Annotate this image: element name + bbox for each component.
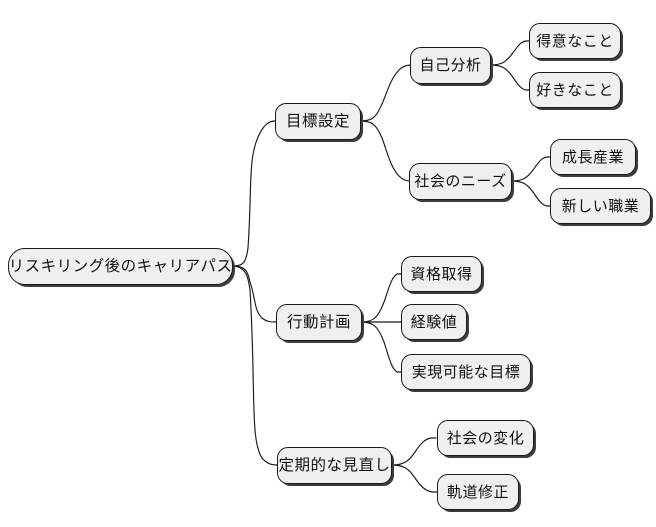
node-self-analysis-label: 自己分析: [419, 56, 482, 74]
node-strengths[interactable]: 得意なこと: [529, 23, 621, 59]
edge-goal-setting-to-social-needs: [359, 120, 411, 182]
edge-root-to-action-plan: [232, 265, 277, 323]
node-goal-setting-label: 目標設定: [285, 111, 350, 130]
node-action-plan-label: 行動計画: [286, 312, 351, 331]
edge-goal-setting-to-self-analysis: [359, 64, 412, 122]
edge-review-to-social-change: [391, 437, 437, 466]
edge-root-to-goal-setting: [232, 120, 276, 267]
node-experience-label: 経験値: [410, 312, 458, 331]
node-root[interactable]: リスキリング後のキャリアパス: [8, 248, 233, 285]
node-goal-setting[interactable]: 目標設定: [275, 103, 361, 140]
node-self-analysis[interactable]: 自己分析: [410, 47, 491, 84]
node-course-correction[interactable]: 軌道修正: [437, 474, 519, 510]
node-growth-industry-label: 成長産業: [561, 147, 624, 166]
node-experience[interactable]: 経験値: [401, 304, 467, 340]
edge-root-to-review: [232, 265, 278, 466]
node-root-label: リスキリング後のキャリアパス: [8, 256, 233, 275]
node-social-change-label: 社会の変化: [446, 428, 525, 447]
node-social-needs[interactable]: 社会のニーズ: [409, 163, 512, 200]
node-achievable-goal[interactable]: 実現可能な目標: [401, 354, 531, 390]
edge-social-needs-to-growth-industry: [510, 156, 552, 182]
edge-action-plan-to-achievable-goal: [360, 321, 403, 373]
node-likes[interactable]: 好きなこと: [529, 72, 621, 108]
node-course-correction-label: 軌道修正: [446, 482, 509, 501]
node-certification[interactable]: 資格取得: [401, 256, 482, 292]
node-periodic-review[interactable]: 定期的な見直し: [277, 447, 392, 484]
node-achievable-goal-label: 実現可能な目標: [411, 362, 521, 381]
edge-self-analysis-to-likes: [489, 64, 531, 91]
node-growth-industry[interactable]: 成長産業: [550, 139, 636, 175]
edge-social-needs-to-new-jobs: [510, 180, 552, 207]
edge-review-to-course-correction: [391, 464, 438, 493]
node-strengths-label: 得意なこと: [536, 31, 614, 50]
node-social-needs-label: 社会のニーズ: [414, 172, 507, 190]
node-action-plan[interactable]: 行動計画: [276, 304, 362, 341]
node-likes-label: 好きなこと: [536, 80, 614, 99]
edge-self-analysis-to-strengths: [489, 40, 531, 66]
node-new-jobs-label: 新しい職業: [561, 196, 640, 215]
node-social-change[interactable]: 社会の変化: [437, 420, 534, 456]
node-certification-label: 資格取得: [410, 264, 473, 283]
node-periodic-review-label: 定期的な見直し: [278, 455, 391, 474]
edge-action-plan-to-certification: [360, 273, 403, 323]
node-new-jobs[interactable]: 新しい職業: [550, 188, 651, 224]
